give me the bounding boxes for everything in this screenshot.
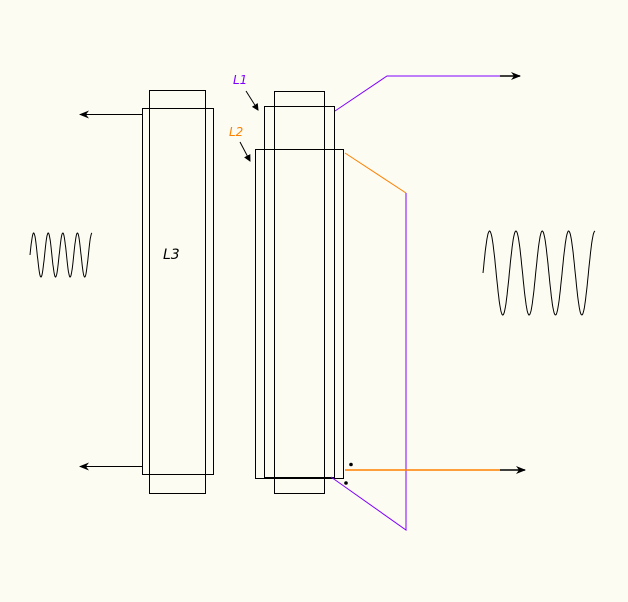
l1-pointer-arrow [245,90,259,111]
l3-inner-rect [149,90,206,494]
sine-wave-icon [482,230,596,316]
l2-pointer-arrow [239,141,251,162]
dot [344,481,348,485]
l3-label: L3 [163,247,180,263]
l2-diag-line [344,152,407,194]
l1-return-line [330,193,407,531]
dot [349,462,353,467]
l3-outer-rect [142,108,214,475]
l1-label: L1 [233,73,248,87]
l2-label: L2 [229,125,244,139]
core-rect [274,91,325,494]
sine-wave-icon [29,232,93,278]
l2-rect [255,149,344,479]
l1-output-line [334,75,500,112]
